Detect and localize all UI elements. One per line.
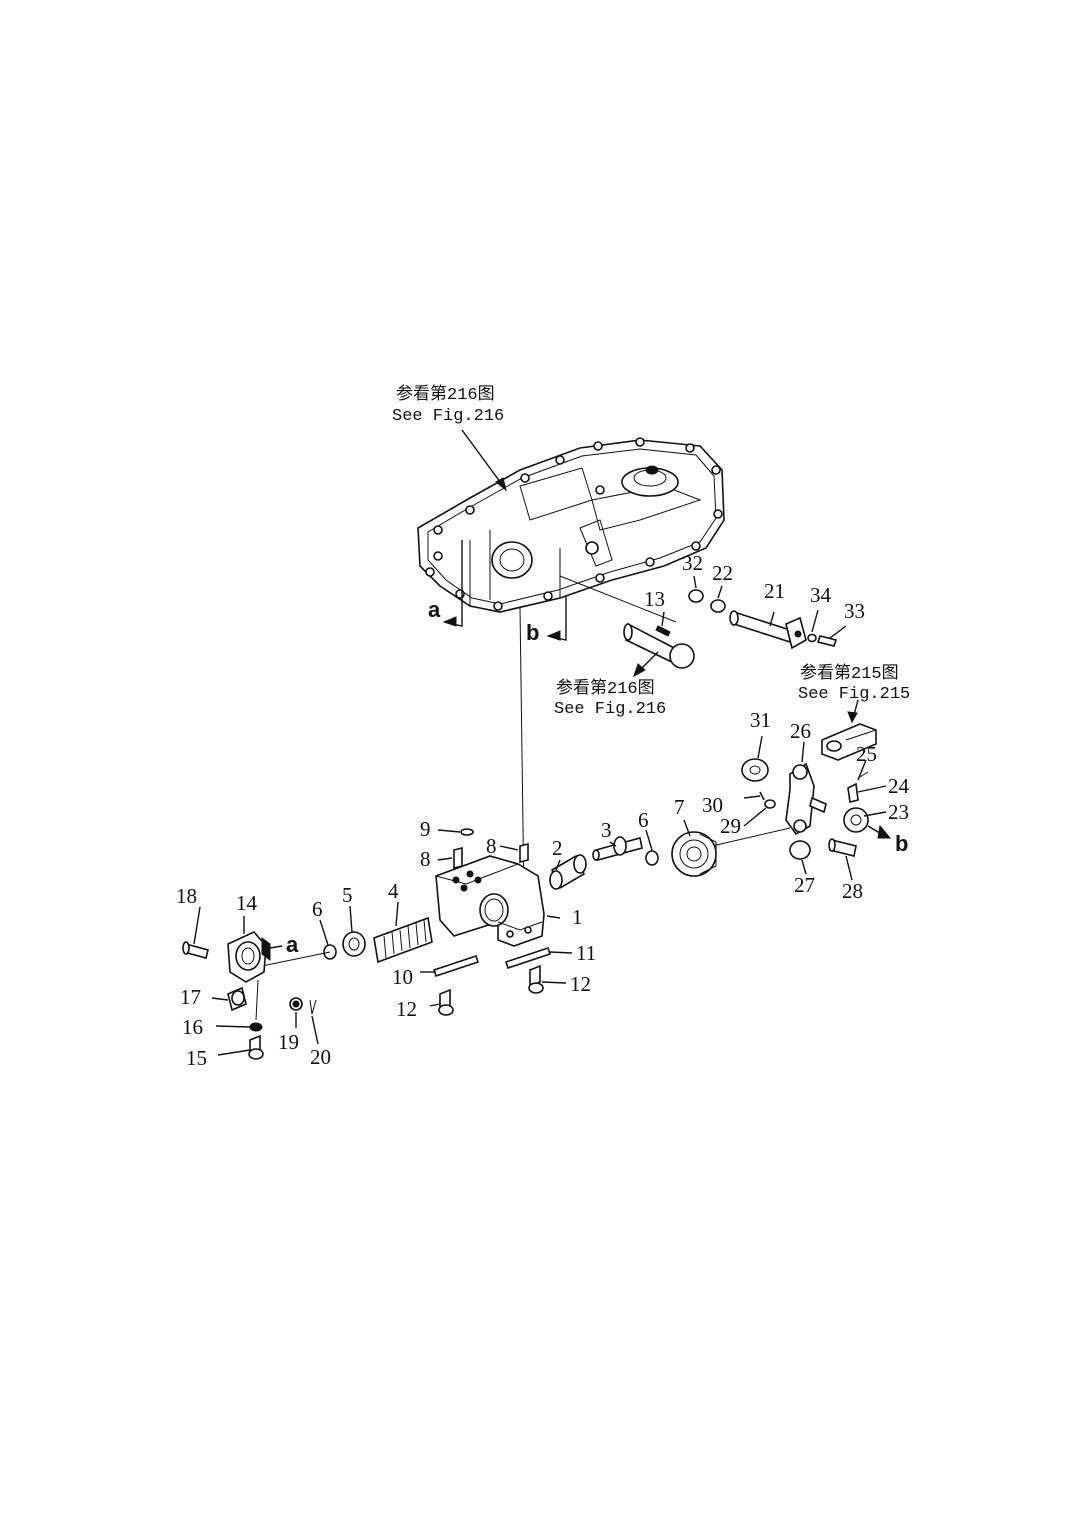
bushing-17	[227, 986, 247, 1012]
ref-text-right-cn: 参看第215图	[800, 663, 899, 684]
part-label: 4	[388, 879, 399, 903]
view-marker-a-left: a	[286, 932, 299, 957]
shim-11	[504, 946, 552, 970]
cotter-pin-30	[759, 791, 765, 801]
part-label: 11	[576, 941, 596, 965]
part-label: 6	[312, 897, 323, 921]
dowel-8-left	[453, 846, 463, 870]
part-label: 3	[601, 818, 612, 842]
part-label: 24	[888, 774, 910, 798]
part-label: 17	[180, 985, 201, 1009]
spring-4	[373, 916, 433, 964]
ring-6-right	[645, 850, 659, 866]
block-14	[227, 931, 271, 983]
part-label: 6	[638, 808, 649, 832]
part-label: 19	[278, 1030, 299, 1054]
view-marker-b-top: b	[526, 620, 539, 645]
part-label: 12	[396, 997, 417, 1021]
a-pointer	[269, 945, 283, 949]
rod-3	[592, 836, 643, 861]
part-label: 22	[712, 561, 733, 585]
o-ring-9	[460, 828, 474, 836]
part-label: 33	[844, 599, 865, 623]
washer-29	[764, 799, 776, 809]
part-label: 8	[420, 847, 431, 871]
part-label: 25	[856, 742, 877, 766]
shim-10	[432, 954, 480, 978]
part-label: 7	[674, 795, 685, 819]
bolt-33	[816, 635, 838, 647]
collar-27	[789, 840, 811, 860]
part-label: 1	[572, 905, 583, 929]
spring-seat-5	[342, 931, 366, 957]
part-label: 27	[794, 873, 815, 897]
bushing-2	[549, 854, 587, 890]
ref-text-right-en: See Fig.215	[798, 685, 910, 704]
pin-guide-line	[559, 575, 677, 623]
ref-text-mid-en: See Fig.216	[554, 700, 666, 719]
collar-23	[843, 807, 869, 833]
housing-1	[434, 855, 545, 947]
part-label: 26	[790, 719, 811, 743]
dowel-8-right	[519, 842, 529, 864]
view-marker-a-top: a	[428, 597, 441, 622]
part-label: 23	[888, 800, 909, 824]
transmission-case	[417, 437, 725, 613]
part-label: 32	[682, 551, 703, 575]
ring-22	[710, 599, 726, 613]
lever-26	[785, 762, 827, 836]
part-label: 16	[182, 1015, 203, 1039]
cotter-20	[309, 999, 317, 1015]
clevis-ref-215	[821, 723, 877, 761]
part-label: 29	[720, 814, 741, 838]
bolt-12-right	[529, 964, 541, 988]
part-label: 21	[764, 579, 785, 603]
ref-text-top-en: See Fig.216	[392, 407, 504, 426]
part-label: 34	[810, 583, 832, 607]
part-label: 14	[236, 891, 258, 915]
part-number-labels: 1 2 3 4 5 6 6 7 8 8 9 10 11 12 12 13 14 …	[176, 551, 910, 1070]
washer-16	[249, 1022, 263, 1032]
washer-31	[741, 758, 769, 782]
ref-text-top-cn: 参看第216图	[396, 384, 495, 405]
view-marker-b-right: b	[895, 831, 908, 856]
pin-13	[623, 622, 695, 669]
part-label: 30	[702, 793, 723, 817]
washer-34	[807, 633, 817, 643]
spring-seat-7	[671, 831, 717, 877]
part-label: 31	[750, 708, 771, 732]
part-label: 5	[342, 883, 353, 907]
part-label: 13	[644, 587, 665, 611]
ring-32	[688, 589, 704, 603]
part-label: 12	[570, 972, 591, 996]
lever-shaft-21	[729, 610, 807, 650]
part-label: 15	[186, 1046, 207, 1070]
ref-text-mid-cn: 参看第216图	[556, 678, 655, 699]
part-label: 28	[842, 879, 863, 903]
part-label: 9	[420, 817, 431, 841]
part-label: 10	[392, 965, 413, 989]
part-label: 2	[552, 836, 563, 860]
leader-lines	[193, 575, 887, 1056]
part-label: 8	[486, 834, 497, 858]
case-bolt-heads	[425, 437, 723, 611]
part-label: 18	[176, 884, 197, 908]
part-label: 20	[310, 1045, 331, 1069]
bolt-24	[847, 782, 859, 803]
